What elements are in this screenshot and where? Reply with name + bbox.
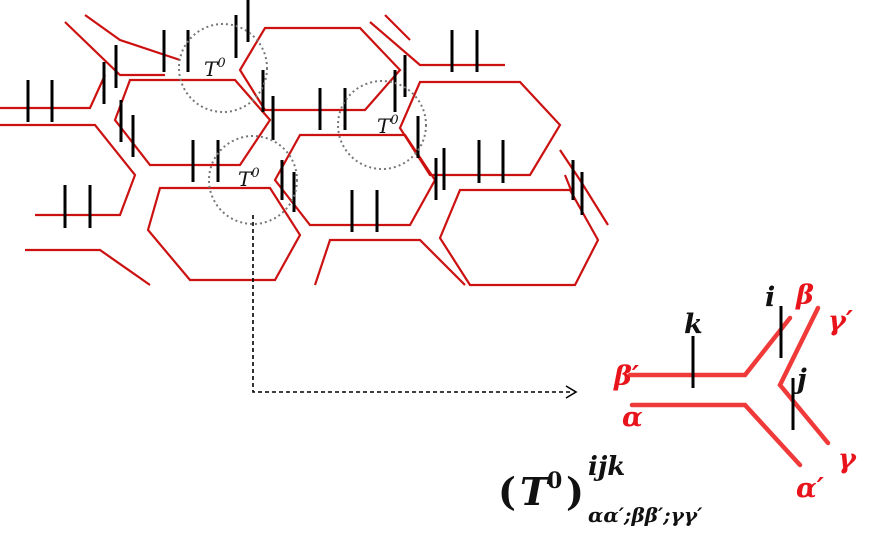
- formula-close: ): [566, 469, 584, 514]
- physical-legs: [26, 0, 584, 232]
- tensor-label: T0: [238, 166, 260, 191]
- lattice-hexagon: [146, 186, 302, 282]
- formula-subscript: αα′;ββ′;γγ′: [588, 503, 703, 527]
- tensor-formula: ( T 0 ) ijk αα′;ββ′;γγ′: [498, 452, 703, 527]
- tensor-label: T0: [377, 113, 399, 138]
- label-beta-prime: β′: [613, 361, 639, 392]
- formula-open: (: [498, 469, 516, 514]
- lattice-hexagon: [398, 80, 562, 177]
- lattice-hexagon: [238, 26, 402, 112]
- label-i: i: [765, 282, 775, 313]
- lattice-edge: [84, 14, 181, 62]
- honeycomb-lattice: [0, 14, 609, 287]
- vertex-edge-lower: [629, 402, 803, 468]
- lattice-edge: [313, 238, 466, 286]
- lattice-edge: [559, 149, 609, 226]
- label-alpha-prime: α′: [796, 473, 824, 504]
- label-k: k: [684, 309, 703, 340]
- lattice-edge: [25, 248, 151, 286]
- tensor-circle-2: T0: [337, 80, 427, 170]
- lattice-hexagon: [113, 78, 272, 167]
- lattice-edge: [0, 123, 137, 217]
- lattice-hexagon: [438, 188, 600, 287]
- lattice-edge: [384, 14, 411, 41]
- lattice-edge: [0, 74, 107, 110]
- label-gamma-prime: γ′: [828, 306, 853, 337]
- formula-superscript: ijk: [588, 452, 625, 482]
- zoom-arrow: [252, 215, 578, 399]
- label-beta: β: [795, 280, 814, 311]
- tensor-vertex: k i j β γ′ β′ α γ α′: [613, 280, 857, 504]
- formula-base: T: [520, 469, 551, 514]
- tensor-label: T0: [204, 56, 226, 81]
- formula-base-sup: 0: [547, 468, 562, 494]
- label-alpha: α: [622, 402, 643, 433]
- label-gamma: γ: [838, 444, 857, 475]
- tensor-circle-1: T0: [178, 23, 268, 113]
- lattice-edge: [64, 21, 165, 77]
- lattice-hexagon: [273, 133, 437, 227]
- vertex-edge-upper: [627, 315, 793, 378]
- vertex-edge-right: [777, 305, 831, 446]
- tensor-circle-3: T0: [208, 135, 298, 225]
